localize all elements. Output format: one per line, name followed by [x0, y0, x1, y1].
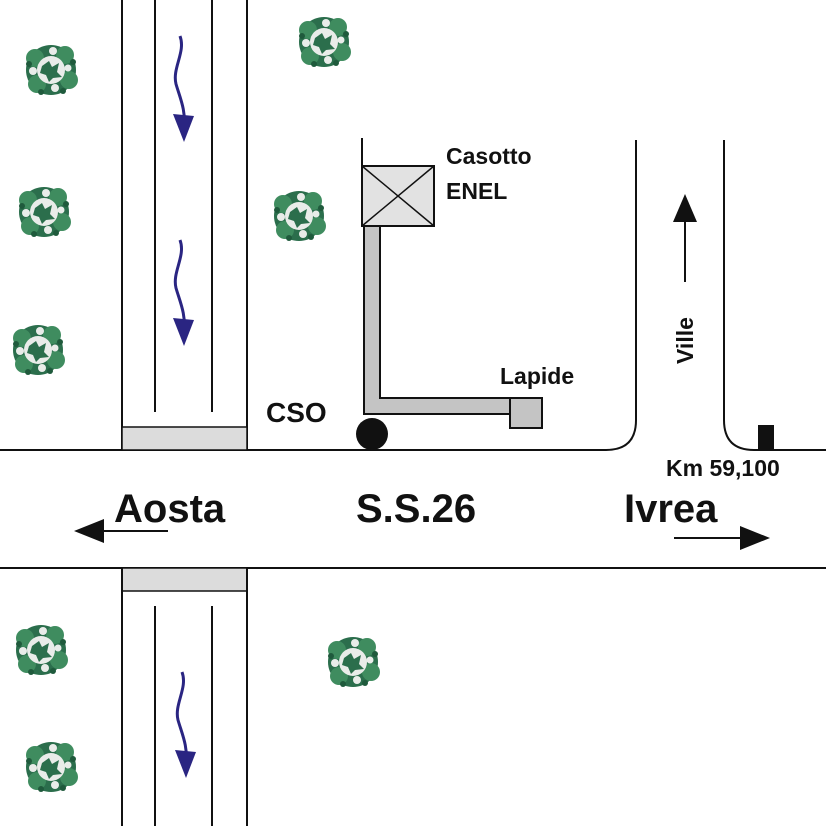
wavy-arrow-icon	[171, 238, 196, 348]
ville-label: Ville	[672, 317, 698, 364]
shrub-icon	[328, 637, 380, 687]
road-name-label: S.S.26	[356, 487, 476, 531]
casotto-label-line1: Casotto	[446, 143, 532, 169]
lapide-box	[509, 397, 543, 429]
casotto-label-line2: ENEL	[446, 178, 507, 204]
wavy-arrow-icon	[173, 670, 198, 780]
pipe	[363, 225, 511, 415]
bridge-lower	[121, 567, 248, 592]
milestone-icon	[758, 425, 774, 450]
shrub-icon	[274, 191, 326, 241]
lapide-label: Lapide	[500, 363, 574, 389]
arrow-right-icon	[674, 526, 770, 550]
shrub-icon	[26, 742, 78, 792]
filled-circle-icon	[356, 418, 388, 450]
canal-lower	[121, 567, 248, 826]
crossed-box-icon	[361, 165, 435, 227]
shrub-icon	[13, 325, 65, 375]
bridge-upper	[121, 426, 248, 451]
wavy-arrow-icon	[171, 34, 196, 144]
shrub-icon	[19, 187, 71, 237]
arrow-left-icon	[74, 519, 168, 543]
ivrea-label: Ivrea	[624, 487, 718, 531]
aosta-label: Aosta	[114, 487, 226, 531]
km-label: Km 59,100	[666, 455, 780, 481]
shrub-icon	[16, 625, 68, 675]
arrow-up-icon	[673, 194, 697, 282]
shrub-icon	[26, 45, 78, 95]
canal-upper	[121, 0, 248, 451]
shrub-icon	[299, 17, 351, 67]
cso-label: CSO	[266, 397, 327, 428]
